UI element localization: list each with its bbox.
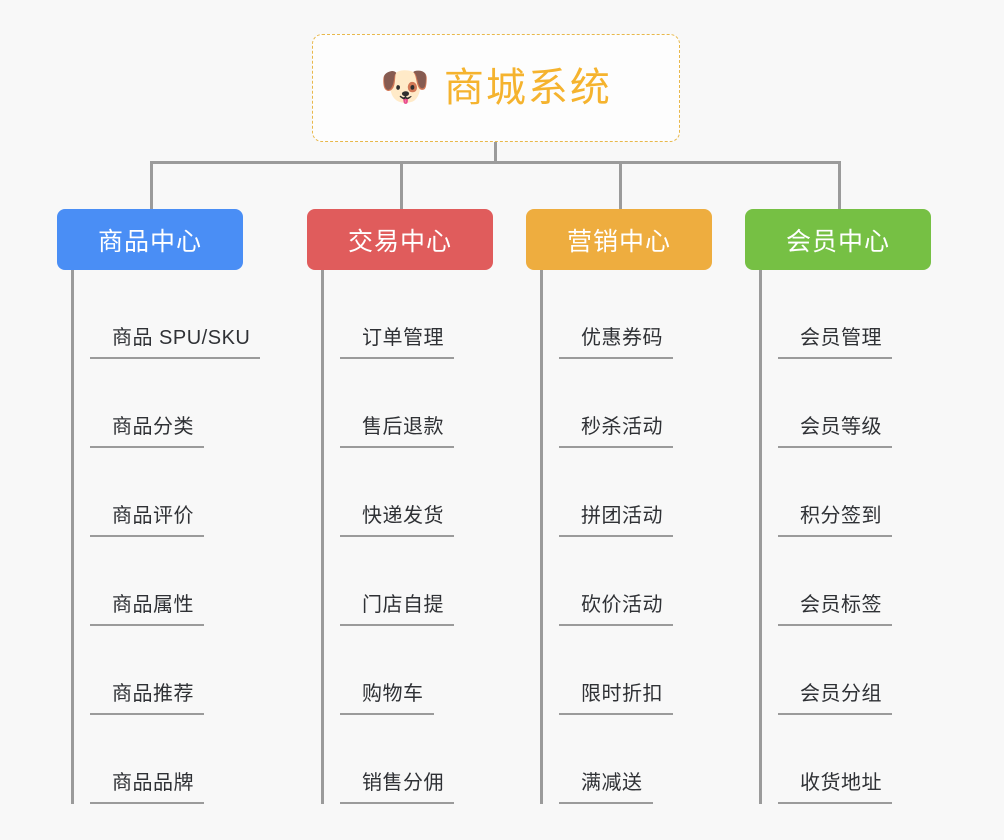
list-item[interactable]: 商品分类	[90, 359, 260, 448]
column-4: 会员中心会员管理会员等级积分签到会员标签会员分组收货地址	[745, 209, 931, 804]
list-item[interactable]: 快递发货	[340, 448, 493, 537]
list-item[interactable]: 商品评价	[90, 448, 260, 537]
connector-root-stem	[494, 142, 497, 164]
list-item[interactable]: 会员等级	[778, 359, 931, 448]
connector-drop-4	[838, 161, 841, 209]
list-item-label: 限时折扣	[559, 684, 673, 715]
column-header-label: 商品中心	[97, 227, 202, 256]
list-item-label: 门店自提	[340, 595, 454, 626]
column-header-2[interactable]: 交易中心	[307, 209, 493, 270]
list-item-label: 商品 SPU/SKU	[90, 328, 261, 359]
list-item[interactable]: 会员标签	[778, 537, 931, 626]
list-item-label: 秒杀活动	[559, 417, 673, 448]
connector-drop-3	[619, 161, 622, 209]
list-item-label: 销售分佣	[340, 773, 454, 804]
list-item-label: 商品属性	[90, 595, 204, 626]
list-item[interactable]: 订单管理	[340, 270, 493, 359]
list-item[interactable]: 会员管理	[778, 270, 931, 359]
column-3: 营销中心优惠券码秒杀活动拼团活动砍价活动限时折扣满减送	[526, 209, 712, 804]
list-item-label: 会员分组	[778, 684, 892, 715]
list-item-label: 购物车	[340, 684, 434, 715]
list-item[interactable]: 收货地址	[778, 715, 931, 804]
list-item-label: 积分签到	[778, 506, 892, 537]
list-item[interactable]: 优惠券码	[559, 270, 712, 359]
list-item-label: 收货地址	[778, 773, 892, 804]
list-item[interactable]: 商品 SPU/SKU	[90, 270, 261, 359]
list-item[interactable]: 售后退款	[340, 359, 493, 448]
list-item[interactable]: 购物车	[340, 626, 493, 715]
list-item[interactable]: 秒杀活动	[559, 359, 712, 448]
list-item[interactable]: 会员分组	[778, 626, 931, 715]
list-item-label: 快递发货	[340, 506, 454, 537]
column-header-1[interactable]: 商品中心	[57, 209, 243, 270]
list-item-label: 砍价活动	[559, 595, 673, 626]
list-item-label: 优惠券码	[559, 328, 673, 359]
column-1: 商品中心商品 SPU/SKU 商品分类商品评价商品属性商品推荐商品品牌	[57, 209, 261, 804]
list-item[interactable]: 销售分佣	[340, 715, 493, 804]
column-header-label: 交易中心	[347, 227, 452, 256]
connector-horizontal-bus	[150, 161, 841, 164]
root-node-label: 商城系统	[443, 66, 612, 110]
column-item-list: 商品 SPU/SKU 商品分类商品评价商品属性商品推荐商品品牌	[71, 270, 261, 804]
dog-face-emoji-icon: 🐶	[380, 65, 430, 109]
list-item[interactable]: 商品推荐	[90, 626, 260, 715]
connector-drop-1	[150, 161, 153, 209]
list-item-label: 拼团活动	[559, 506, 673, 537]
list-item[interactable]: 拼团活动	[559, 448, 712, 537]
column-item-list: 订单管理售后退款快递发货门店自提购物车销售分佣	[321, 270, 493, 804]
list-item-label: 商品推荐	[90, 684, 204, 715]
list-item-label: 商品评价	[90, 506, 204, 537]
column-header-3[interactable]: 营销中心	[526, 209, 712, 270]
list-item-label: 售后退款	[340, 417, 454, 448]
list-item-label: 订单管理	[340, 328, 454, 359]
list-item-label: 商品品牌	[90, 773, 204, 804]
column-2: 交易中心订单管理售后退款快递发货门店自提购物车销售分佣	[307, 209, 493, 804]
list-item[interactable]: 满减送	[559, 715, 712, 804]
list-item-label: 会员管理	[778, 328, 892, 359]
root-node-shop-system[interactable]: 🐶 商城系统	[312, 34, 680, 142]
list-item[interactable]: 门店自提	[340, 537, 493, 626]
list-item-label: 会员等级	[778, 417, 892, 448]
column-header-label: 营销中心	[566, 227, 671, 256]
list-item[interactable]: 商品属性	[90, 537, 260, 626]
connector-drop-2	[400, 161, 403, 209]
column-item-list: 优惠券码秒杀活动拼团活动砍价活动限时折扣满减送	[540, 270, 712, 804]
list-item[interactable]: 积分签到	[778, 448, 931, 537]
list-item[interactable]: 限时折扣	[559, 626, 712, 715]
column-header-label: 会员中心	[785, 227, 890, 256]
column-item-list: 会员管理会员等级积分签到会员标签会员分组收货地址	[759, 270, 931, 804]
list-item-label: 会员标签	[778, 595, 892, 626]
list-item-label: 商品分类	[90, 417, 204, 448]
column-header-4[interactable]: 会员中心	[745, 209, 931, 270]
list-item[interactable]: 商品品牌	[90, 715, 260, 804]
list-item-label: 满减送	[559, 773, 653, 804]
list-item[interactable]: 砍价活动	[559, 537, 712, 626]
